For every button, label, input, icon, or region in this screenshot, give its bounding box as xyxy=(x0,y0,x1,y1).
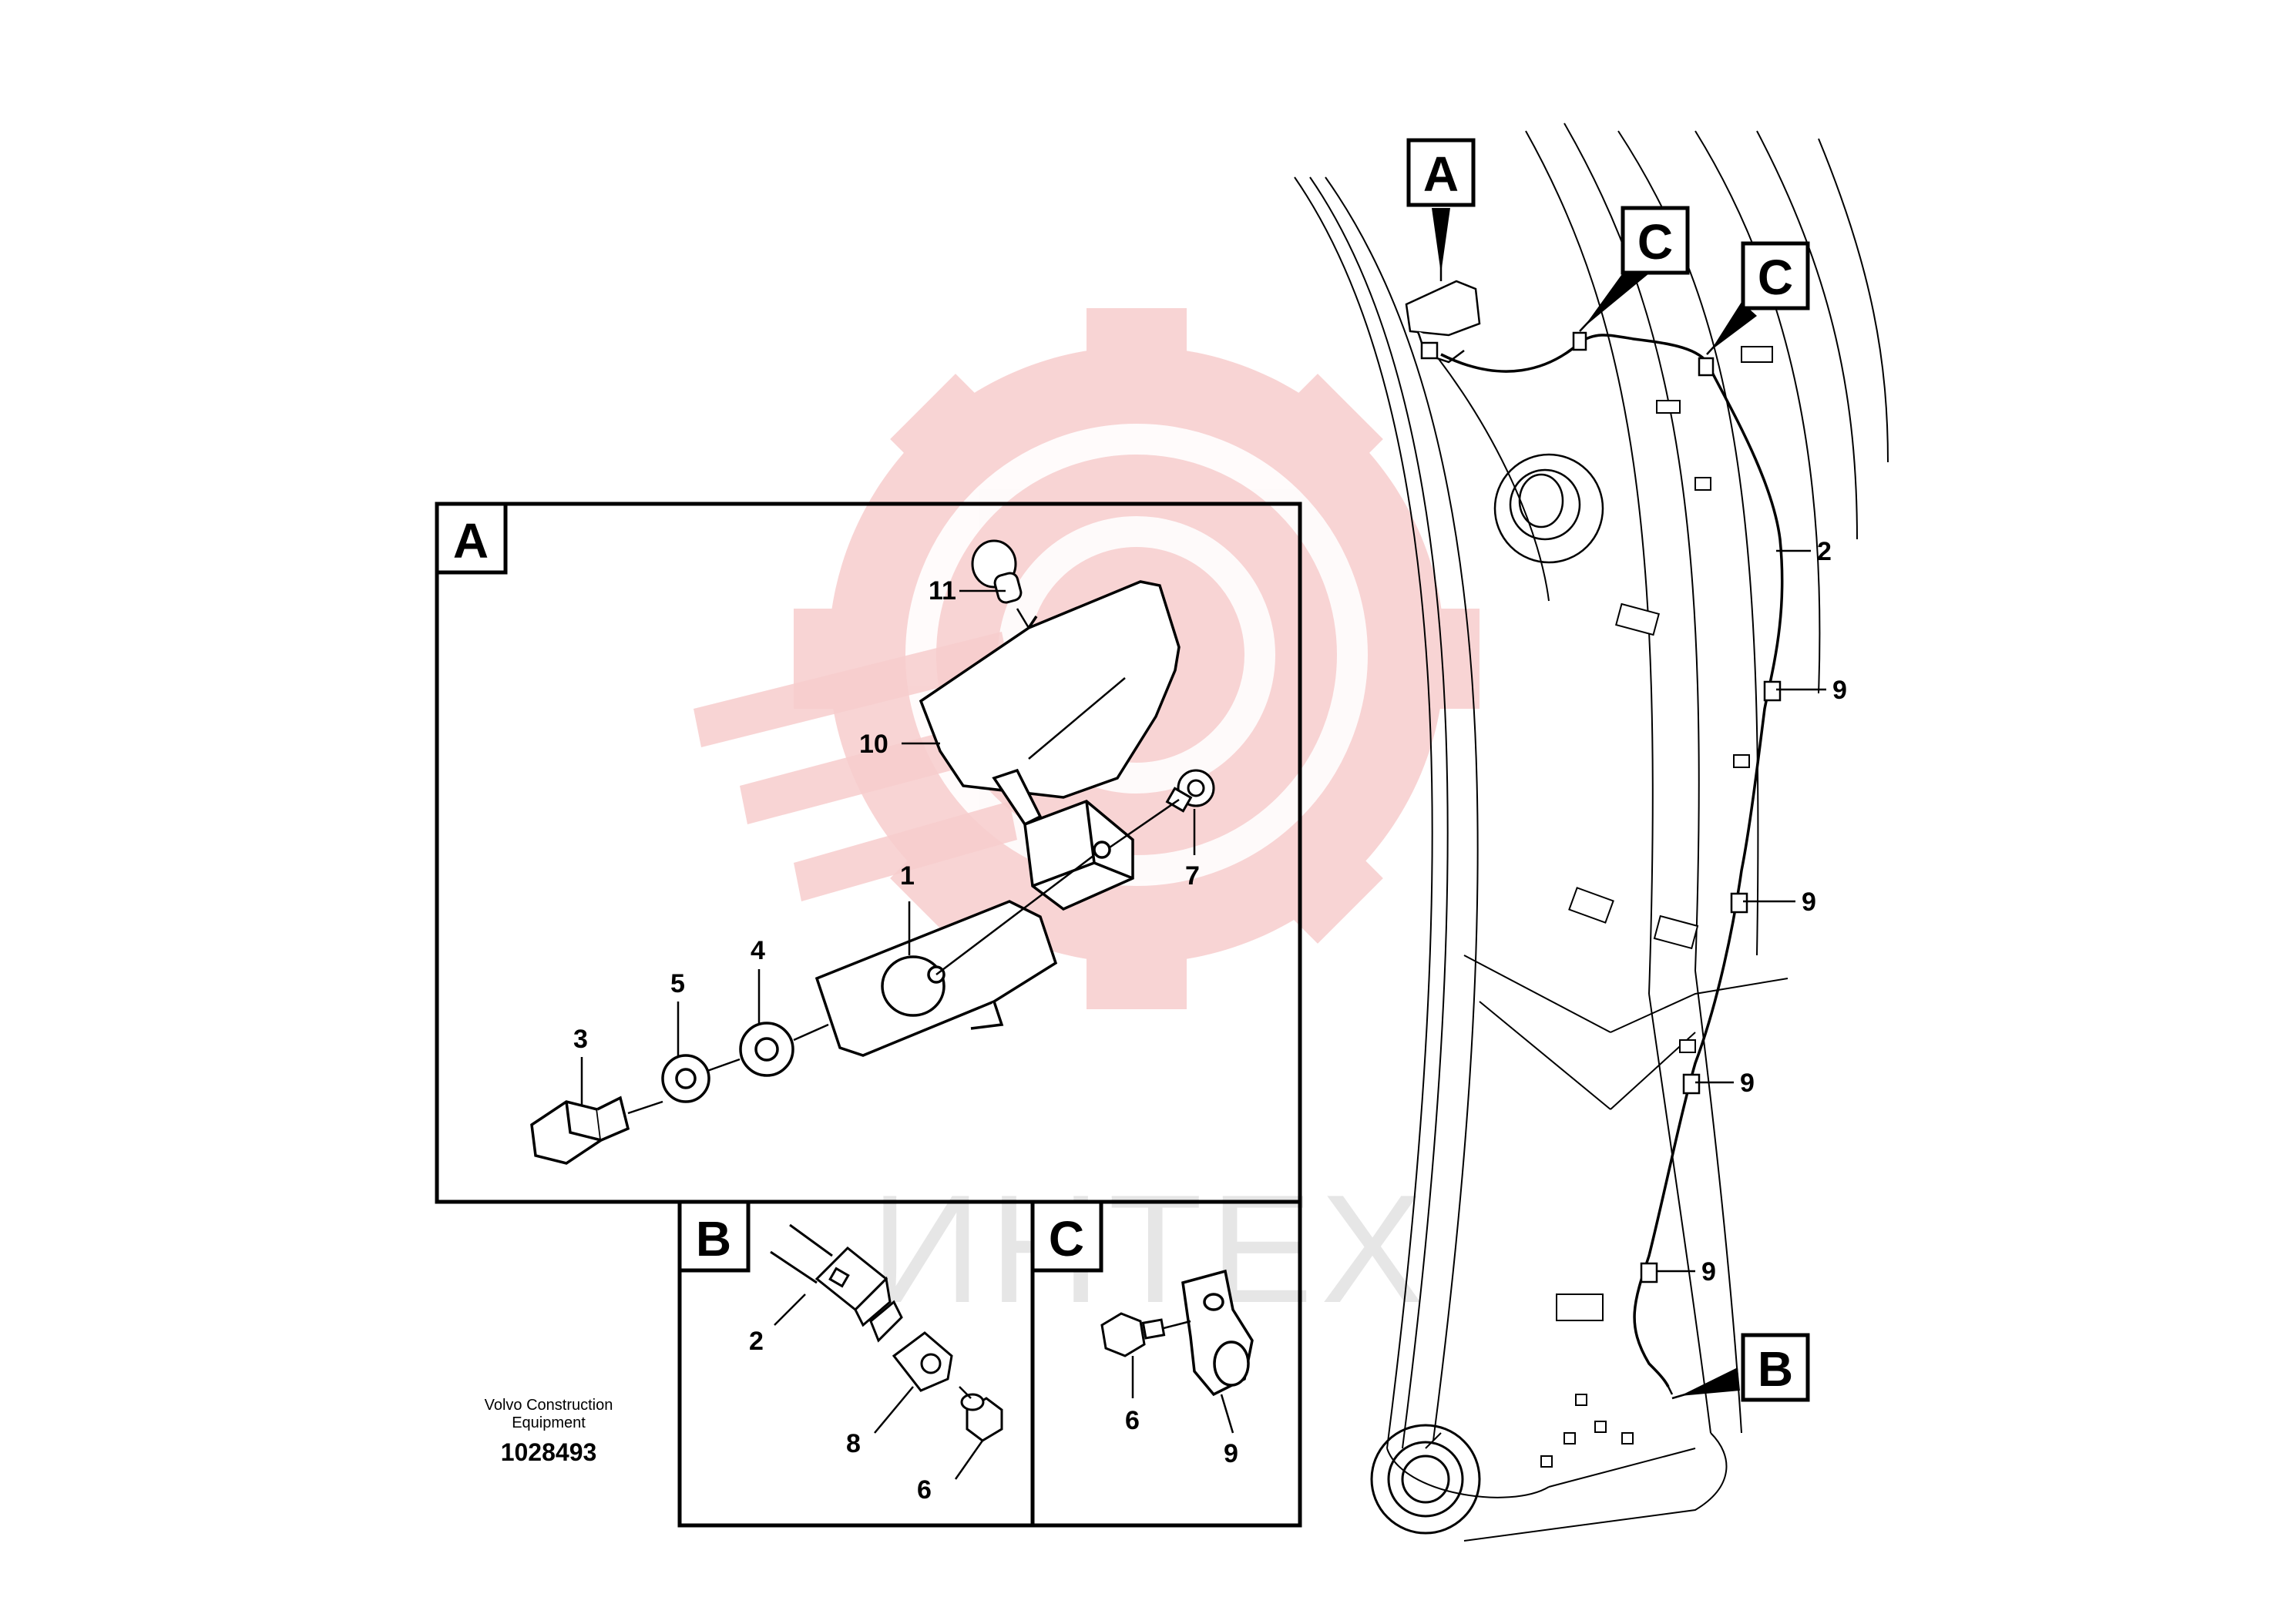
boom-pivot-top xyxy=(1493,453,1604,564)
detail-marker-c-boom-2: C xyxy=(1741,241,1810,310)
callout-10: 10 xyxy=(859,730,888,759)
callout-6-detail-b: 6 xyxy=(917,1475,932,1505)
detail-marker-c-boom-1: C xyxy=(1621,206,1690,275)
mounting-plate xyxy=(814,900,1058,1057)
boom-leaders xyxy=(1439,208,1826,1400)
detail-b-leaders xyxy=(774,1293,984,1480)
detail-a-title: A xyxy=(453,513,489,569)
wire-end xyxy=(1667,1386,1674,1395)
callout-4: 4 xyxy=(751,936,765,965)
boom-pivot-bottom xyxy=(1370,1424,1481,1535)
lamp-bracket xyxy=(992,768,1134,911)
wire-harness xyxy=(1440,334,1784,1387)
lock-washer-5 xyxy=(661,1054,710,1103)
publisher-line-1: Volvo Construction xyxy=(485,1397,613,1414)
svg-text:A: A xyxy=(1423,146,1459,202)
boom-bolts xyxy=(1540,1394,1634,1468)
part-number: 1028493 xyxy=(501,1438,597,1466)
detail-c-leaders xyxy=(1131,1320,1234,1434)
detail-b-title: B xyxy=(696,1211,731,1267)
boom-pads xyxy=(1556,346,1773,1321)
boom-arrowheads xyxy=(1432,208,1757,1396)
callout-2-boom: 2 xyxy=(1817,537,1832,566)
callout-1: 1 xyxy=(900,861,915,891)
svg-text:B: B xyxy=(1758,1341,1793,1397)
callout-3: 3 xyxy=(573,1025,588,1054)
work-lamp-small xyxy=(1405,280,1481,364)
lamp-bulb xyxy=(971,539,1023,604)
assembly-axis xyxy=(627,608,1180,1115)
detail-c-title: C xyxy=(1049,1211,1084,1267)
bolt-3 xyxy=(530,1096,630,1165)
detail-marker-b-boom: B xyxy=(1741,1333,1810,1402)
svg-text:C: C xyxy=(1758,250,1793,305)
detail-a-leaders xyxy=(580,589,1196,1106)
detail-marker-a-boom: A xyxy=(1406,138,1476,207)
bolt-6-b xyxy=(960,1393,1003,1442)
clamp-8 xyxy=(892,1331,953,1392)
callout-2-detail-b: 2 xyxy=(749,1327,764,1356)
callout-9-boom-1: 9 xyxy=(1832,676,1847,705)
connector-b xyxy=(770,1223,903,1343)
watermark-text: ИНТЕХ xyxy=(871,1163,1431,1335)
publisher-line-2: Equipment xyxy=(512,1414,586,1431)
p-clamp-9 xyxy=(1181,1269,1254,1397)
callout-11: 11 xyxy=(929,576,956,606)
bolt-6-c xyxy=(1100,1312,1166,1357)
lamp-housing xyxy=(919,580,1181,799)
svg-text:C: C xyxy=(1637,214,1673,270)
detail-a-panel: A xyxy=(435,502,1302,1204)
callout-7: 7 xyxy=(1185,861,1200,891)
callout-5: 5 xyxy=(670,969,685,998)
washer-4 xyxy=(739,1022,794,1077)
callout-9-boom-2: 9 xyxy=(1802,887,1816,917)
callout-9-boom-3: 9 xyxy=(1740,1069,1755,1098)
callout-9-boom-4: 9 xyxy=(1701,1257,1716,1287)
callout-8: 8 xyxy=(846,1429,861,1458)
detail-c-panel: C xyxy=(1030,1200,1302,1528)
detail-b-panel: B xyxy=(677,1200,1035,1528)
harness-clamps xyxy=(1572,331,1782,1283)
callout-6-detail-c: 6 xyxy=(1125,1406,1140,1435)
callout-9-detail-c: 9 xyxy=(1224,1439,1238,1468)
